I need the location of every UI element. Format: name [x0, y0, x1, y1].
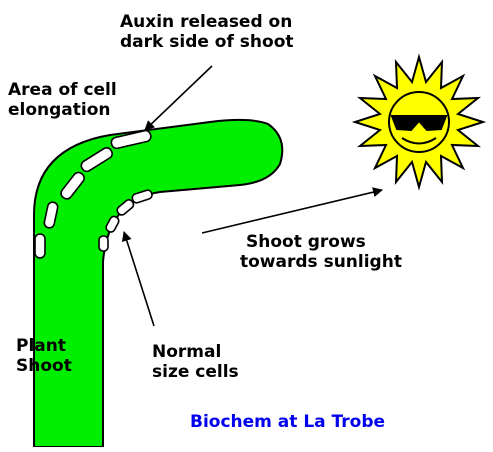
plant-shoot-label-line-1: Plant: [16, 336, 72, 356]
normal-cells-label-line-2: size cells: [152, 362, 239, 382]
elongation-label-line-1: Area of cell: [8, 80, 117, 100]
normal-cells-label: Normal size cells: [152, 342, 239, 382]
auxin-label-line-2: dark side of shoot: [120, 32, 294, 52]
grows-label-line-2: towards sunlight: [240, 252, 402, 272]
grows-label: Shoot grows towards sunlight: [240, 232, 402, 272]
auxin-arrow: [145, 66, 212, 130]
arrows: [124, 66, 382, 326]
plant-shoot-label: Plant Shoot: [16, 336, 72, 376]
auxin-label-line-1: Auxin released on: [120, 12, 294, 32]
plant-shoot: [34, 120, 282, 447]
grows-label-line-1: Shoot grows: [240, 232, 402, 252]
normal-cells-label-line-1: Normal: [152, 342, 239, 362]
elongation-label: Area of cell elongation: [8, 80, 117, 120]
normal-arrow: [124, 232, 154, 326]
auxin-label: Auxin released on dark side of shoot: [120, 12, 294, 52]
credit-text: Biochem at La Trobe: [190, 412, 385, 432]
grows-arrow: [202, 190, 382, 233]
sun-icon: [355, 57, 483, 187]
elongation-label-line-2: elongation: [8, 100, 117, 120]
plant-shoot-label-line-2: Shoot: [16, 356, 72, 376]
